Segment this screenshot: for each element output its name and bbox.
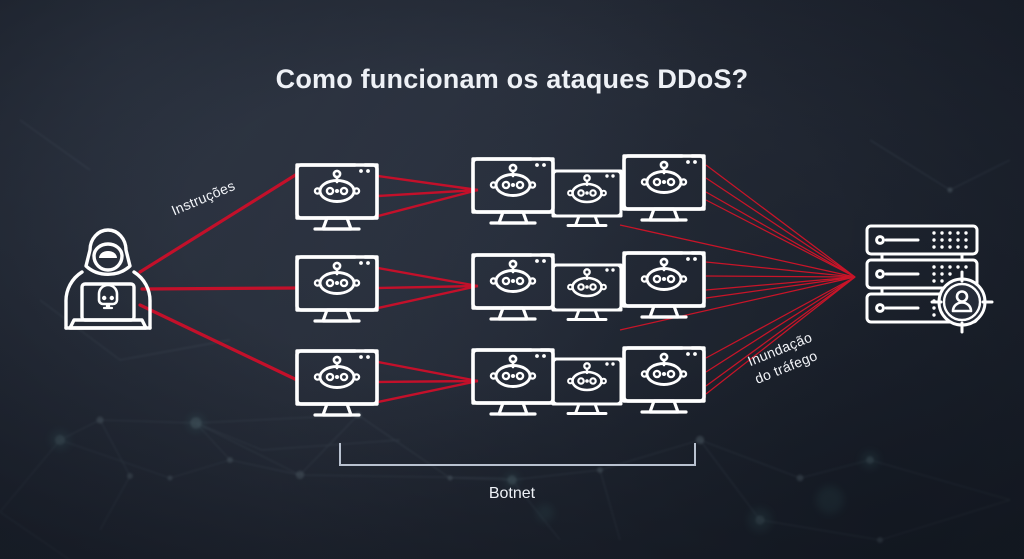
bot-monitor-r2c2 bbox=[471, 253, 555, 321]
bot-monitor-r3c1 bbox=[295, 349, 379, 417]
hacker-icon bbox=[64, 228, 152, 330]
flood-traffic-lines bbox=[619, 164, 856, 395]
botnet-propagation-lines bbox=[377, 174, 479, 404]
instruction-line-bottom bbox=[138, 303, 299, 382]
instruction-line-middle bbox=[140, 286, 299, 291]
target-server-icon bbox=[865, 224, 994, 334]
bot-monitor-r1c2 bbox=[471, 157, 555, 225]
bot-monitor-r2c3 bbox=[551, 263, 623, 321]
bot-monitor-r2c4 bbox=[622, 251, 706, 319]
bot-monitor-r3c2 bbox=[471, 348, 555, 416]
botnet-bracket bbox=[339, 443, 696, 466]
page-title: Como funcionam os ataques DDoS? bbox=[275, 64, 749, 94]
bot-monitor-r1c4 bbox=[622, 154, 706, 222]
bot-monitor-r2c1 bbox=[295, 255, 379, 323]
bot-monitor-r1c1 bbox=[295, 163, 379, 231]
instruction-lines bbox=[138, 172, 299, 382]
bot-monitor-r1c3 bbox=[551, 169, 623, 227]
bot-monitor-r3c3 bbox=[551, 357, 623, 415]
bot-monitor-r3c4 bbox=[622, 346, 706, 414]
instruction-line-top bbox=[138, 172, 299, 274]
user-target-icon bbox=[930, 270, 994, 334]
botnet-label: Botnet bbox=[488, 485, 536, 502]
